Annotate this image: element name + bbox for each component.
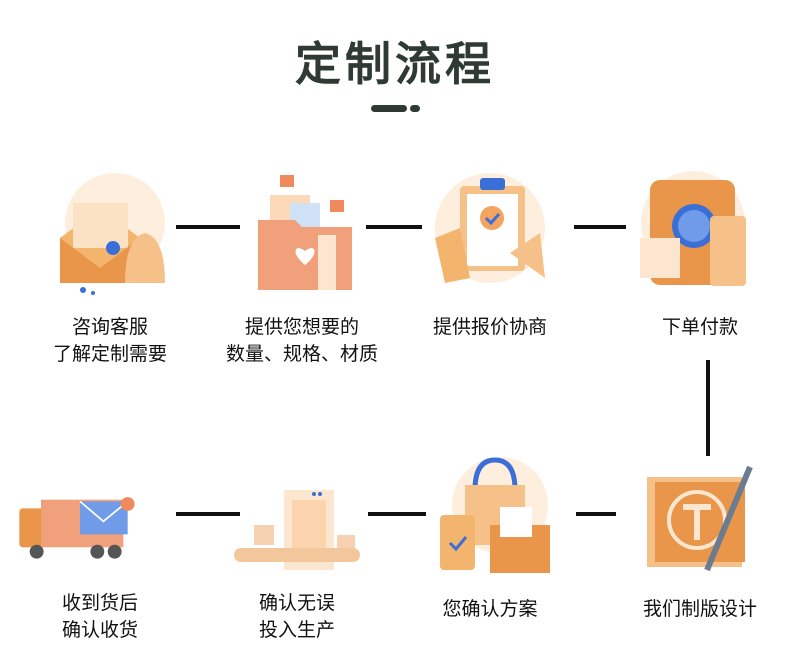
shopping-bag-box-icon [440, 457, 550, 573]
step-2-label: 提供您想要的数量、规格、材质 [225, 316, 378, 365]
factory-conveyor-icon [234, 490, 360, 570]
payment-terminal-icon [640, 171, 746, 286]
folder-heart-icon [258, 175, 352, 290]
connector [706, 360, 710, 456]
step-8-label: 收到货后确认收货 [61, 592, 138, 641]
connector [366, 225, 422, 229]
connector [176, 225, 240, 229]
design-ruler-pen-icon [647, 465, 753, 572]
step-3-label: 提供报价协商 [432, 316, 547, 338]
delivery-truck-icon [19, 497, 135, 559]
step-5-label: 我们制版设计 [642, 598, 757, 620]
title-underline-dot [410, 105, 420, 112]
step-1-label: 咨询客服了解定制需要 [52, 316, 167, 365]
step-7-label: 确认无误投入生产 [258, 592, 335, 641]
title-underline [371, 105, 407, 112]
connector [368, 512, 426, 516]
connector [574, 225, 626, 229]
clipboard-megaphone-icon [435, 173, 545, 283]
step-4-label: 下单付款 [661, 316, 738, 338]
step-6-label: 您确认方案 [442, 598, 538, 620]
connector [176, 512, 240, 516]
page-title: 定制流程 [295, 37, 495, 91]
connector [576, 512, 616, 516]
envelope-bell-icon [60, 173, 165, 295]
